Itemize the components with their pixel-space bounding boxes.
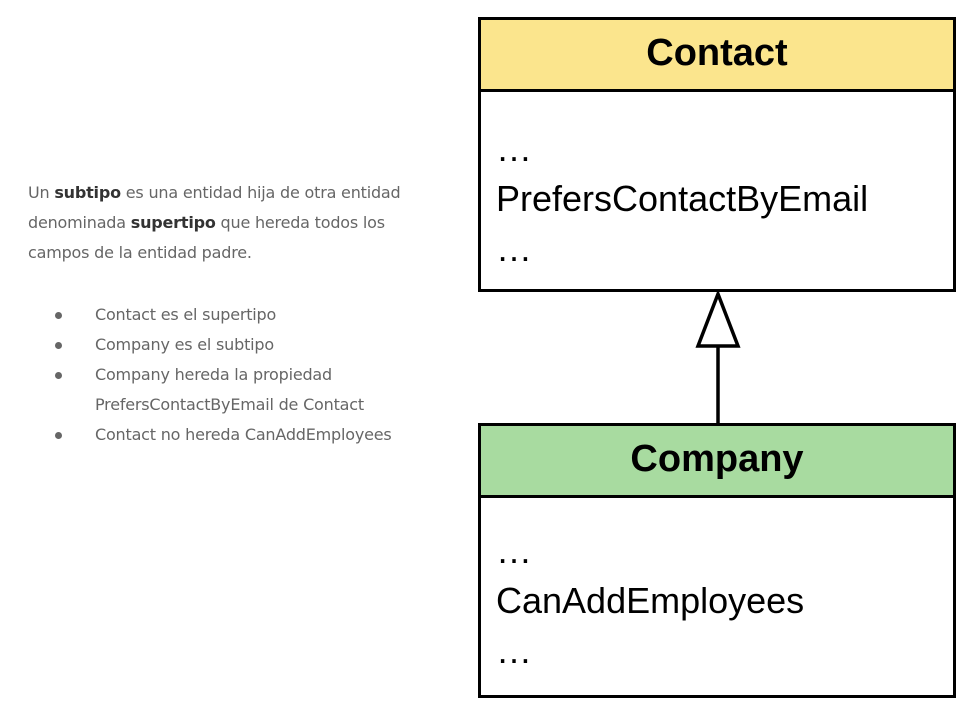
description-panel: Un subtipo es una entidad hija de otra e… xyxy=(28,178,448,450)
company-class-name: Company xyxy=(481,426,953,498)
inheritance-arrow xyxy=(695,289,741,425)
bullet-list: Contact es el supertipo Company es el su… xyxy=(28,300,448,450)
arrow-head xyxy=(695,289,741,348)
intro-paragraph: Un subtipo es una entidad hija de otra e… xyxy=(28,178,448,268)
company-class-attributes: … CanAddEmployees … xyxy=(481,498,953,676)
contact-class-name: Contact xyxy=(481,20,953,92)
bullet-item: Contact es el supertipo xyxy=(28,300,448,330)
attribute-prefers-contact-by-email: PrefersContactByEmail xyxy=(496,178,869,219)
contact-class-attributes: … PrefersContactByEmail … xyxy=(481,92,953,274)
ellipsis-line: … xyxy=(496,228,532,269)
intro-text-1: Un xyxy=(28,183,55,202)
contact-class-box: Contact … PrefersContactByEmail … xyxy=(478,17,956,292)
intro-text-3: que hereda todos los campos de la entida… xyxy=(28,213,385,262)
bullet-item: Company es el subtipo xyxy=(28,330,448,360)
intro-text-2: es una entidad hija de otra entidad deno… xyxy=(28,183,401,232)
ellipsis-line: … xyxy=(496,630,532,671)
bullet-item: Contact no hereda CanAddEmployees xyxy=(28,420,448,450)
ellipsis-line: … xyxy=(496,530,532,571)
ellipsis-line: … xyxy=(496,128,532,169)
bullet-item: Company hereda la propiedad PrefersConta… xyxy=(28,360,448,420)
supertipo-term: supertipo xyxy=(130,213,216,232)
company-class-box: Company … CanAddEmployees … xyxy=(478,423,956,698)
subtipo-term: subtipo xyxy=(54,183,121,202)
attribute-can-add-employees: CanAddEmployees xyxy=(496,580,805,621)
